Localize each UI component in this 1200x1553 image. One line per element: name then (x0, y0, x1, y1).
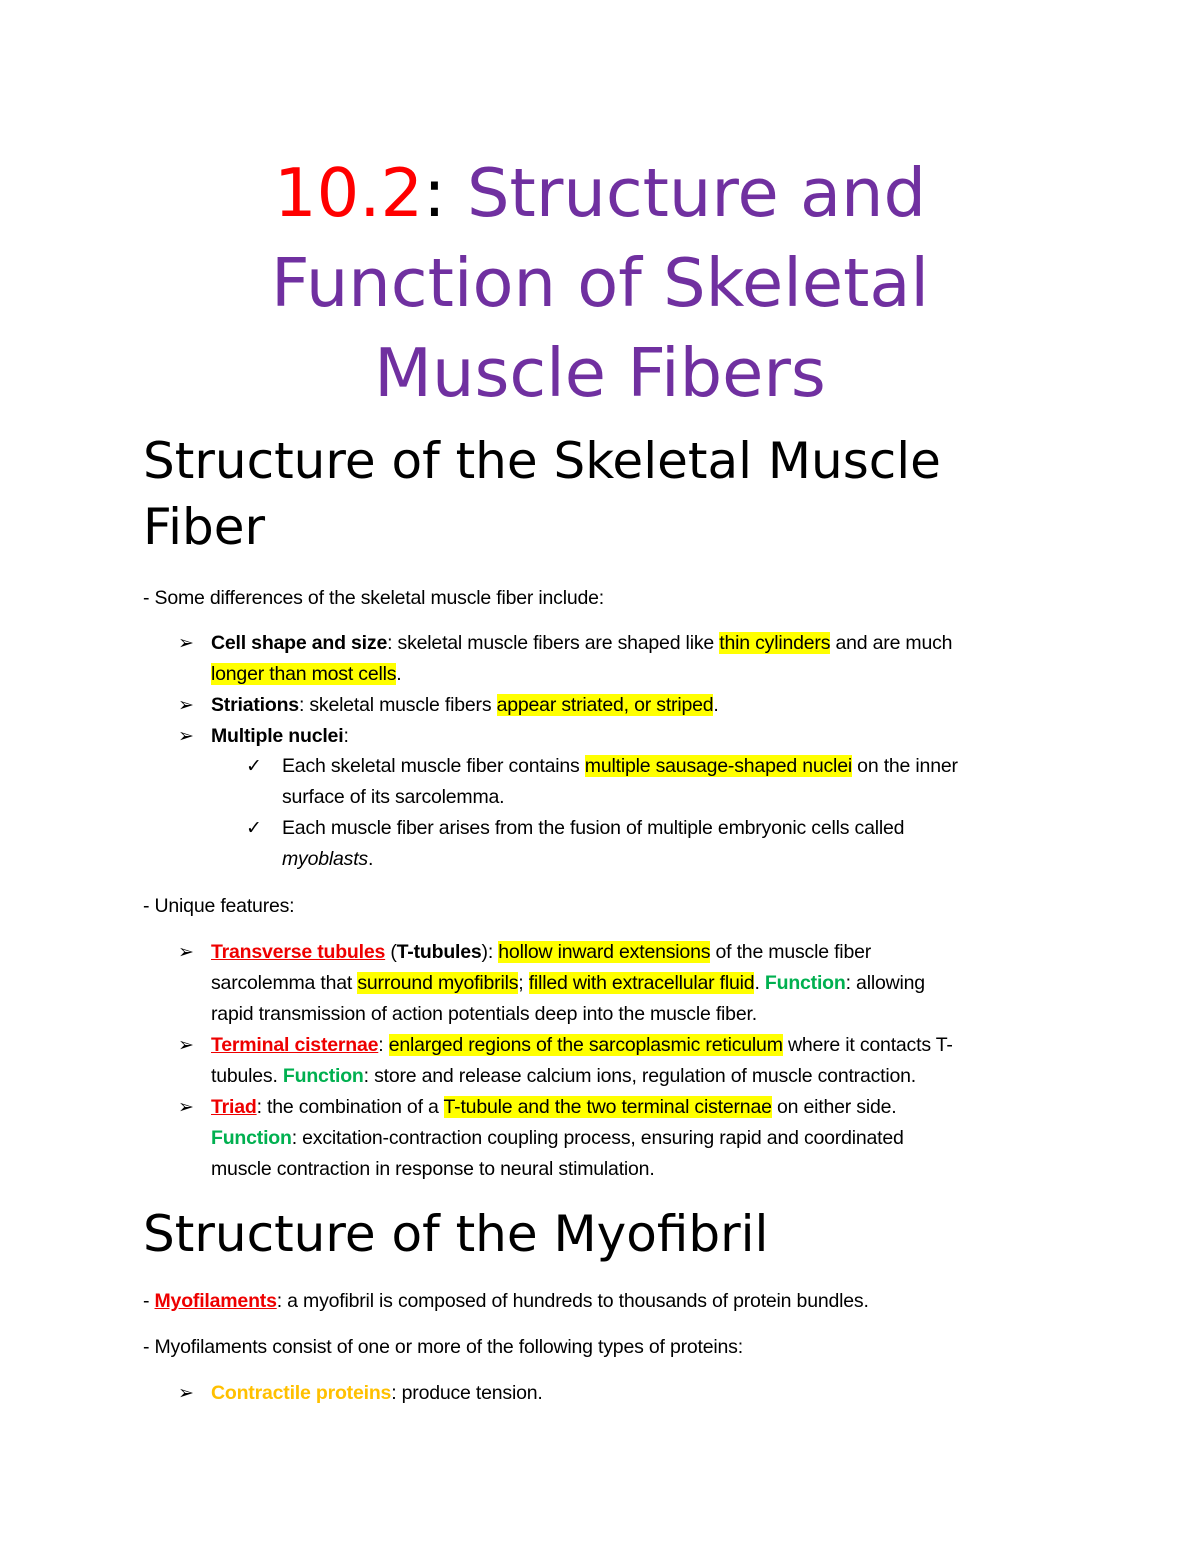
document-title: 10.2: Structure and Function of Skeletal… (160, 148, 1040, 418)
arrow-bullet-icon: ➢ (178, 725, 194, 747)
highlight: T-tubule and the two terminal cisternae (443, 1096, 772, 1118)
intro-paragraph: - Some differences of the skeletal muscl… (143, 587, 605, 609)
unique-features-intro: - Unique features: (143, 895, 295, 917)
text: : skeletal muscle fibers (298, 694, 497, 716)
term-label: Myofilaments (154, 1290, 277, 1312)
abbr: T-tubules (396, 941, 482, 963)
text: ( (385, 941, 397, 963)
list-item-cell-shape: Cell shape and size: skeletal muscle fib… (211, 628, 1051, 690)
arrow-bullet-icon: ➢ (178, 1096, 194, 1118)
text: muscle contraction in response to neural… (211, 1158, 655, 1180)
sub-item-nuclei: Each skeletal muscle fiber contains mult… (282, 751, 1052, 813)
text: : allowing (845, 972, 925, 994)
text: . (367, 848, 374, 870)
term-label: Terminal cisternae (211, 1034, 379, 1056)
text: surface of its sarcolemma. (282, 786, 505, 808)
heading-line-1: Structure of the Skeletal Muscle (143, 432, 941, 490)
text: tubules. (211, 1065, 283, 1087)
feature-transverse-tubules: Transverse tubules (T-tubules): hollow i… (211, 937, 1051, 1030)
highlight: hollow inward extensions (498, 941, 711, 963)
term-label: Multiple nuclei (211, 725, 344, 747)
text: : skeletal muscle fibers are shaped like (387, 632, 720, 654)
title-line-2: Function of Skeletal (270, 244, 930, 322)
text: : (343, 725, 349, 747)
highlight: appear striated, or striped (496, 694, 714, 716)
highlight: enlarged regions of the sarcoplasmic ret… (388, 1034, 783, 1056)
text: . (713, 694, 719, 716)
italic-term: myoblasts (282, 848, 368, 870)
text: : excitation-contraction coupling proces… (291, 1127, 904, 1149)
arrow-bullet-icon: ➢ (178, 694, 194, 716)
function-label: Function (282, 1065, 364, 1087)
check-bullet-icon: ✓ (246, 755, 262, 777)
title-line-3: Muscle Fibers (374, 334, 826, 412)
sub-item-myoblasts: Each muscle fiber arises from the fusion… (282, 813, 1052, 875)
function-label: Function (211, 1127, 292, 1149)
text: - (143, 1290, 155, 1312)
arrow-bullet-icon: ➢ (178, 632, 194, 654)
list-item-striations: Striations: skeletal muscle fibers appea… (211, 690, 1051, 721)
list-item-contractile-proteins: Contractile proteins: produce tension. (211, 1378, 1051, 1409)
text: rapid transmission of action potentials … (211, 1003, 757, 1025)
highlight: longer than most cells (211, 663, 397, 685)
text: where it contacts T- (782, 1034, 953, 1056)
text: on either side. (771, 1096, 897, 1118)
highlight: thin cylinders (719, 632, 831, 654)
myofilaments-paragraph: - Myofilaments: a myofibril is composed … (143, 1286, 1043, 1317)
section-heading-fiber: Structure of the Skeletal Muscle Fiber (143, 428, 941, 560)
text: . (396, 663, 402, 685)
list-item-multiple-nuclei: Multiple nuclei: (211, 721, 1051, 752)
text: : a myofibril is composed of hundreds to… (276, 1290, 869, 1312)
title-number: 10.2 (273, 154, 424, 232)
feature-terminal-cisternae: Terminal cisternae: enlarged regions of … (211, 1030, 1051, 1092)
term-label: Contractile proteins (211, 1382, 392, 1404)
text: Each muscle fiber arises from the fusion… (282, 817, 905, 839)
text: of the muscle fiber (710, 941, 872, 963)
title-colon: : (423, 154, 446, 232)
text: ; (518, 972, 529, 994)
highlight: surround myofibrils (357, 972, 519, 994)
text: ): (481, 941, 499, 963)
text: . (754, 972, 765, 994)
section-heading-myofibril: Structure of the Myofibril (143, 1205, 769, 1263)
text: sarcolemma that (211, 972, 358, 994)
term-label: Transverse tubules (211, 941, 386, 963)
term-label: Striations (211, 694, 299, 716)
check-bullet-icon: ✓ (246, 817, 262, 839)
text: : (378, 1034, 389, 1056)
text: : produce tension. (391, 1382, 543, 1404)
term-label: Triad (211, 1096, 257, 1118)
text: : the combination of a (256, 1096, 444, 1118)
heading-line-2: Fiber (143, 498, 266, 556)
text: Each skeletal muscle fiber contains (282, 755, 585, 777)
text: : store and release calcium ions, regula… (363, 1065, 917, 1087)
feature-triad: Triad: the combination of a T-tubule and… (211, 1092, 1051, 1185)
highlight: multiple sausage-shaped nuclei (584, 755, 852, 777)
text: and are much (830, 632, 953, 654)
title-line-1: Structure and (445, 154, 927, 232)
arrow-bullet-icon: ➢ (178, 1034, 194, 1056)
arrow-bullet-icon: ➢ (178, 1382, 194, 1404)
term-label: Cell shape and size (211, 632, 388, 654)
proteins-paragraph: - Myofilaments consist of one or more of… (143, 1336, 743, 1358)
arrow-bullet-icon: ➢ (178, 941, 194, 963)
function-label: Function (764, 972, 846, 994)
text: on the inner (851, 755, 958, 777)
highlight: filled with extracellular fluid (528, 972, 755, 994)
